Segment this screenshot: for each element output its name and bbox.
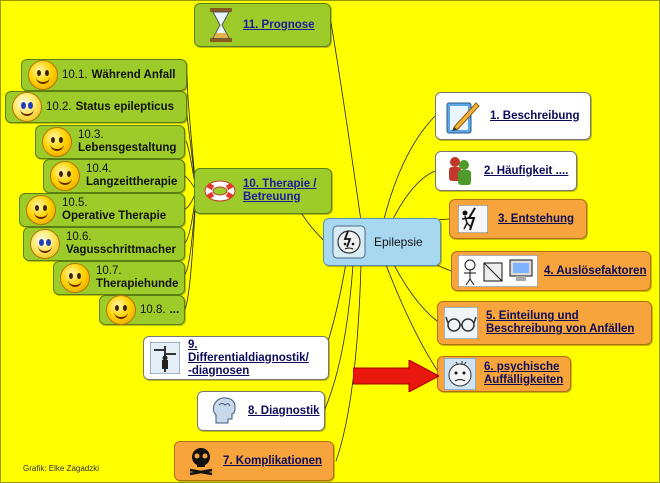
- therapy-item-text: Langzeittherapie: [86, 176, 178, 188]
- smiley-icon: [50, 161, 80, 191]
- therapy-item-label: 10.7. Therapiehunde: [96, 265, 178, 291]
- lightning-figure-icon: [458, 205, 488, 233]
- therapy-item-label: 10.3. Lebensgestaltung: [78, 129, 176, 155]
- therapy-item-label: 10.5. Operative Therapie: [62, 197, 166, 223]
- people-figures-icon: [444, 154, 474, 188]
- node-komplikationen-label: 7. Komplikationen: [223, 454, 323, 467]
- node-psychische-auffaelligkeiten[interactable]: 6. psychische Auffälligkeiten: [437, 356, 571, 392]
- node-einteilung-label: 5. Einteilung und Beschreibung von Anfäl…: [486, 310, 634, 336]
- pencil-notepad-icon: [444, 97, 480, 135]
- therapy-item-label: 10.6. Vagusschrittmacher: [66, 231, 176, 257]
- therapy-item-label: 10.4. Langzeittherapie: [86, 163, 177, 189]
- therapy-item-text: Während Anfall: [91, 69, 176, 81]
- therapy-item-10-3[interactable]: 10.3. Lebensgestaltung: [35, 125, 185, 159]
- node-beschreibung[interactable]: 1. Beschreibung: [435, 92, 591, 140]
- node-ausloesefaktoren[interactable]: 4. Auslösefaktoren: [451, 251, 651, 291]
- node-entstehung-label: 3. Entstehung: [498, 212, 575, 225]
- node-einteilung-line2: Beschreibung von Anfällen: [486, 323, 635, 335]
- skull-crossbones-icon: [187, 446, 215, 476]
- node-differential-line2: Differentialdiagnostik/: [188, 351, 309, 364]
- smiley-icon: [12, 92, 42, 122]
- brain-head-icon: [208, 395, 240, 427]
- node-differential-label: 9. Differentialdiagnostik/ -diagnosen: [188, 339, 309, 378]
- worried-face-icon: [444, 358, 476, 390]
- therapy-item-number: 10.4.: [86, 163, 112, 175]
- node-therapie-label: 10. Therapie / Betreuung: [243, 178, 317, 204]
- therapy-item-10-4[interactable]: 10.4. Langzeittherapie: [43, 159, 185, 193]
- therapy-item-10-8[interactable]: 10.8. ...: [99, 295, 185, 325]
- node-entstehung[interactable]: 3. Entstehung: [449, 199, 587, 239]
- therapy-item-text: Lebensgestaltung: [78, 142, 177, 154]
- center-label: Epilepsie: [374, 235, 423, 249]
- smiley-icon: [106, 295, 136, 325]
- node-therapie-line2: Betreuung: [243, 191, 301, 203]
- triggers-cartoon-icon: [458, 255, 538, 287]
- therapy-item-number: 10.8.: [140, 304, 166, 316]
- node-ausloesefaktoren-label: 4. Auslösefaktoren: [544, 264, 647, 277]
- red-arrow-icon: [353, 360, 439, 392]
- therapy-item-text: Therapiehunde: [96, 278, 179, 290]
- node-haeufigkeit-label: 2. Häufigkeit ....: [484, 164, 569, 177]
- therapy-item-10-5[interactable]: 10.5. Operative Therapie: [19, 193, 185, 227]
- smiley-icon: [26, 195, 56, 225]
- therapy-item-number: 10.2.: [46, 101, 72, 113]
- node-therapie-betreuung[interactable]: 10. Therapie / Betreuung: [194, 168, 332, 214]
- life-ring-icon: [203, 179, 237, 203]
- therapy-item-number: 10.5.: [62, 197, 88, 209]
- node-einteilung-line1: 5. Einteilung und: [486, 310, 579, 322]
- therapy-item-10-1[interactable]: 10.1. Während Anfall: [21, 59, 187, 91]
- node-psychische-label: 6. psychische Auffälligkeiten: [484, 361, 563, 387]
- node-prognose[interactable]: 11. Prognose: [194, 3, 331, 47]
- therapy-item-number: 10.3.: [78, 129, 104, 141]
- therapy-item-text: Vagusschrittmacher: [66, 244, 176, 256]
- therapy-item-text: Operative Therapie: [62, 210, 167, 222]
- credit-text: Grafik: Elke Zagadzki: [23, 464, 100, 473]
- therapy-item-number: 10.7.: [96, 265, 122, 277]
- smiley-icon: [30, 229, 60, 259]
- node-therapie-line1: 10. Therapie /: [243, 178, 317, 190]
- node-haeufigkeit[interactable]: 2. Häufigkeit ....: [435, 151, 577, 191]
- node-psychische-line2: Auffälligkeiten: [484, 374, 564, 386]
- signpost-icon: [150, 342, 180, 374]
- node-differential-line1: 9.: [188, 338, 198, 351]
- node-psychische-line1: 6. psychische: [484, 361, 560, 373]
- node-differentialdiagnostik[interactable]: 9. Differentialdiagnostik/ -diagnosen: [143, 336, 329, 380]
- smiley-icon: [42, 127, 72, 157]
- node-diagnostik-label: 8. Diagnostik: [248, 404, 320, 417]
- node-beschreibung-label: 1. Beschreibung: [490, 109, 580, 122]
- therapy-item-10-6[interactable]: 10.6. Vagusschrittmacher: [23, 227, 185, 261]
- brain-face-icon: [332, 225, 366, 259]
- node-diagnostik[interactable]: 8. Diagnostik: [197, 391, 325, 431]
- node-prognose-label: 11. Prognose: [243, 18, 315, 31]
- node-komplikationen[interactable]: 7. Komplikationen: [174, 441, 334, 481]
- therapy-item-10-2[interactable]: 10.2. Status epilepticus: [5, 91, 187, 123]
- therapy-item-10-7[interactable]: 10.7. Therapiehunde: [53, 261, 185, 295]
- hourglass-icon: [209, 7, 233, 43]
- smiley-icon: [60, 263, 90, 293]
- therapy-item-number: 10.6.: [66, 231, 92, 243]
- therapy-item-text: Status epilepticus: [75, 101, 174, 113]
- glasses-icon: [444, 307, 478, 339]
- node-differential-line3: -diagnosen: [188, 364, 250, 377]
- smiley-icon: [28, 60, 58, 90]
- therapy-item-number: 10.1.: [62, 69, 88, 81]
- therapy-item-text: ...: [169, 304, 180, 316]
- center-node-epilepsie[interactable]: Epilepsie: [323, 218, 441, 266]
- node-einteilung[interactable]: 5. Einteilung und Beschreibung von Anfäl…: [437, 301, 652, 345]
